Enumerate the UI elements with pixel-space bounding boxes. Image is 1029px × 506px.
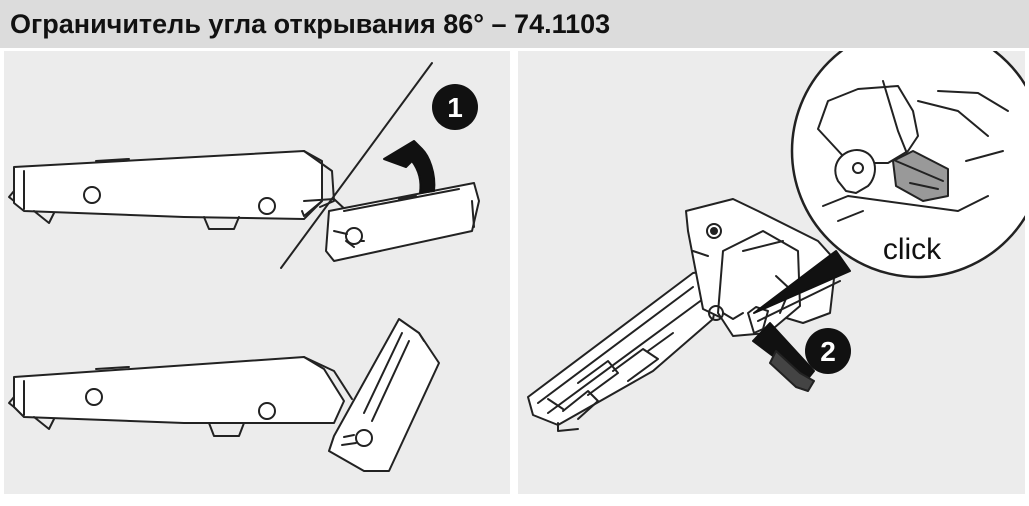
- hinge-bottom-after: [8, 318, 440, 472]
- opening-angle-line: [280, 62, 433, 269]
- click-label: click: [883, 233, 942, 266]
- rotate-arrow-icon: [383, 140, 436, 194]
- plate-screw-hole: [706, 223, 722, 239]
- cup-pin: [355, 429, 373, 447]
- hinge-screw-hole: [85, 388, 103, 406]
- hinge-body-perspective: [527, 198, 837, 432]
- callout-pointer: [753, 250, 851, 314]
- hinge-perspective-illustration: click 2: [527, 51, 1025, 432]
- title-bar: Ограничитель угла открывания 86° – 74.11…: [0, 0, 1029, 48]
- hinge-side-view-illustration: 1: [8, 62, 480, 472]
- step-2-label: 2: [820, 336, 836, 367]
- cup-pin: [345, 227, 363, 245]
- hinge-screw-hole: [258, 402, 276, 420]
- right-panel-step-2: click 2: [518, 51, 1025, 494]
- step-1-badge: 1: [432, 84, 478, 130]
- zoom-callout: [790, 51, 1025, 279]
- hinge-top-before: [8, 150, 480, 262]
- hinge-screw-hole: [83, 186, 101, 204]
- step-2-badge: 2: [805, 328, 851, 374]
- left-panel-step-1: 1: [4, 51, 510, 494]
- step-1-label: 1: [447, 92, 463, 123]
- page-title: Ограничитель угла открывания 86° – 74.11…: [10, 9, 611, 39]
- hinge-screw-hole: [258, 197, 276, 215]
